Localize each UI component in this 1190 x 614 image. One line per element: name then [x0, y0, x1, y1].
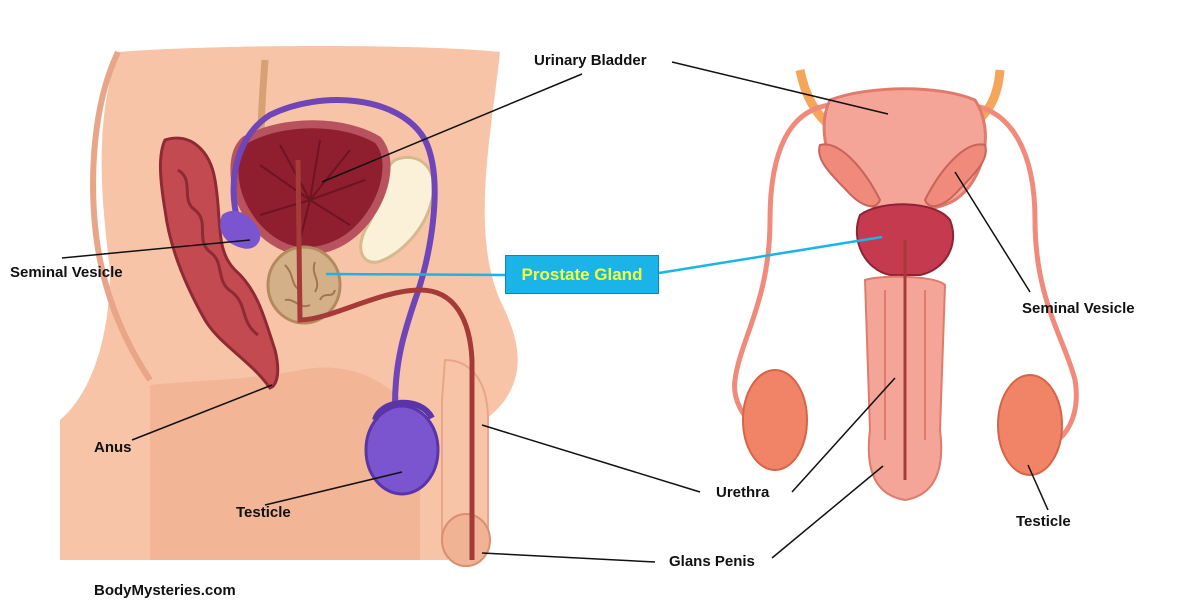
corpora-lines — [884, 290, 926, 440]
label-glans-penis: Glans Penis — [669, 553, 755, 570]
label-testicle-right: Testicle — [1016, 513, 1071, 530]
urethra-left — [295, 159, 475, 560]
leader-urethra-right — [791, 377, 896, 493]
prostate — [266, 245, 342, 325]
seminal-vesicle-left-front — [818, 143, 882, 208]
testicle-left — [364, 404, 440, 496]
label-urethra: Urethra — [716, 484, 770, 501]
pointer-prostate-left — [325, 272, 506, 277]
glans-left — [441, 513, 491, 567]
prostate-pointer-lines — [325, 235, 883, 277]
vas-deferens — [230, 97, 438, 406]
testicle-left-front — [742, 369, 808, 471]
watermark: BodyMysteries.com — [94, 582, 236, 599]
leader-testicle-left — [264, 471, 403, 506]
leader-urinary-bladder-right — [671, 61, 889, 115]
leader-seminal-vesicle-left — [61, 239, 251, 259]
label-testicle-left: Testicle — [236, 504, 291, 521]
seminal-vesicle-right-front — [923, 143, 987, 208]
epididymis-left — [372, 399, 435, 422]
leader-urinary-bladder-left — [321, 73, 583, 183]
leader-testicle-right — [1027, 464, 1049, 511]
leader-lines — [61, 61, 1049, 563]
label-anus: Anus — [94, 439, 132, 456]
seminal-vesicle — [220, 210, 261, 249]
label-seminal-vesicle-left: Seminal Vesicle — [10, 264, 123, 281]
leader-glans-right — [771, 465, 884, 559]
vas-loop-right — [969, 102, 1079, 442]
label-seminal-vesicle-right: Seminal Vesicle — [1022, 300, 1135, 317]
pointer-prostate-right — [658, 235, 883, 275]
label-prostate-gland: Prostate Gland — [505, 255, 659, 294]
rectum-folds — [177, 168, 259, 337]
leader-seminal-vesicle-right — [954, 171, 1031, 293]
frontal-view-illustration — [732, 69, 1079, 502]
testicle-right-front — [997, 374, 1063, 476]
leader-glans-left — [481, 552, 656, 563]
prostate-texture — [284, 261, 336, 308]
prostate-front — [855, 203, 955, 276]
leader-urethra-left — [481, 424, 701, 493]
vas-loop-left — [732, 102, 831, 428]
label-urinary-bladder: Urinary Bladder — [534, 52, 647, 69]
sagittal-section-illustration — [60, 46, 518, 567]
leader-anus — [131, 384, 273, 441]
bladder-rugae — [259, 139, 366, 241]
thigh-shading — [150, 367, 420, 560]
